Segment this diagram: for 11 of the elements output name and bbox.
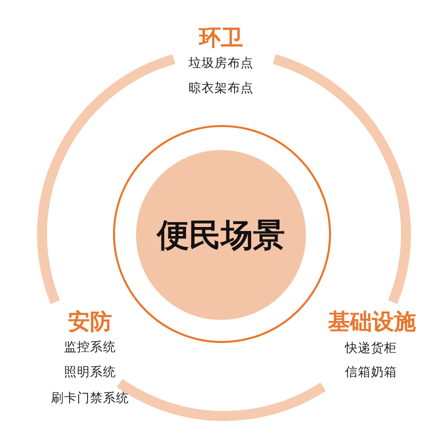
list-item: 信箱奶箱 xyxy=(345,365,397,380)
list-item: 刷卡门禁系统 xyxy=(51,391,129,406)
list-item: 晾衣架布点 xyxy=(188,81,254,96)
category-title: 安防 xyxy=(68,310,112,335)
list-item: 监控系统 xyxy=(64,340,116,354)
category-title: 环卫 xyxy=(199,26,243,51)
list-item: 快递货柜 xyxy=(345,341,397,356)
list-item: 照明系统 xyxy=(64,365,116,380)
list-item: 垃圾房布点 xyxy=(188,56,254,70)
category-title: 基础设施 xyxy=(328,310,416,335)
center-title: 便民场景 xyxy=(157,216,285,254)
